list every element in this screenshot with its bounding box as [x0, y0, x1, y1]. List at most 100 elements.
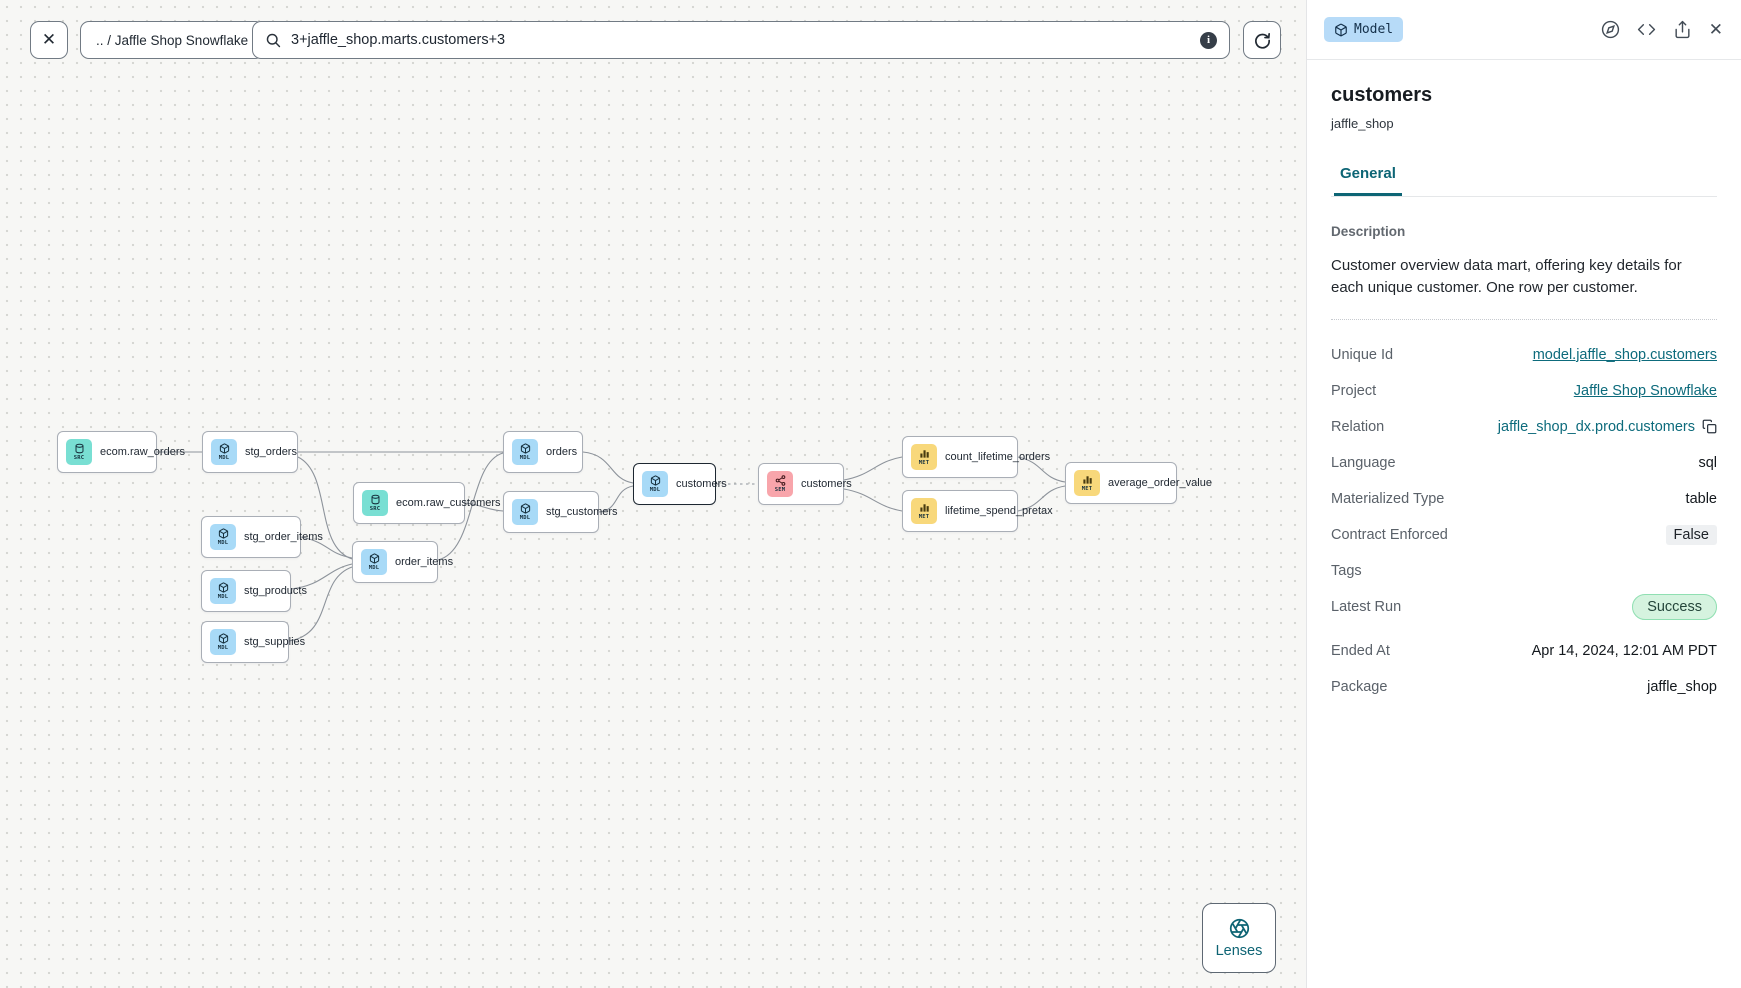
- graph-edge: [843, 488, 903, 512]
- graph-edge: [300, 536, 353, 559]
- description-text: Customer overview data mart, offering ke…: [1331, 257, 1682, 297]
- graph-node-mdl-stg_customers[interactable]: MDL stg_customers: [503, 491, 618, 533]
- node-label: customers: [676, 478, 727, 490]
- sem-node-icon: SEM: [767, 471, 793, 497]
- field-row-relation: Relation jaffle_shop_dx.prod.customers: [1331, 416, 1717, 437]
- mdl-node-icon: MDL: [512, 439, 538, 465]
- graph-edge: [582, 451, 634, 484]
- close-panel-icon[interactable]: ✕: [1708, 19, 1723, 39]
- field-link[interactable]: model.jaffle_shop.customers: [1532, 346, 1717, 363]
- refresh-button[interactable]: [1243, 21, 1281, 59]
- divider: [1331, 319, 1717, 321]
- code-icon[interactable]: [1637, 20, 1656, 39]
- info-icon[interactable]: i: [1200, 31, 1217, 49]
- mdl-node-icon: MDL: [210, 578, 236, 604]
- field-label: Latest Run: [1331, 598, 1402, 615]
- graph-node-src-ecom.raw_customers[interactable]: SRC ecom.raw_customers: [353, 482, 501, 524]
- explore-compass-icon[interactable]: [1601, 20, 1620, 39]
- graph-edge: [288, 566, 353, 642]
- field-label: Project: [1331, 382, 1377, 399]
- graph-edge: [1017, 456, 1066, 483]
- field-label: Tags: [1331, 562, 1362, 579]
- status-badge: Success: [1632, 593, 1717, 620]
- graph-edge: [464, 502, 504, 512]
- graph-node-sem-customers[interactable]: SEM customers: [758, 463, 852, 505]
- field-label: Ended At: [1331, 642, 1390, 659]
- field-link[interactable]: Jaffle Shop Snowflake: [1573, 382, 1717, 399]
- copy-icon[interactable]: [1702, 419, 1717, 434]
- graph-node-met-lifetime_spend_pretax[interactable]: MET lifetime_spend_pretax: [902, 490, 1053, 532]
- field-row-language: Language sql: [1331, 452, 1717, 473]
- field-row-project: Project Jaffle Shop Snowflake: [1331, 380, 1717, 401]
- lenses-button[interactable]: Lenses: [1202, 903, 1276, 973]
- graph-edge: [437, 452, 504, 561]
- mdl-node-icon: MDL: [210, 629, 236, 655]
- node-label: stg_products: [244, 585, 307, 597]
- field-row-tags: Tags: [1331, 560, 1717, 581]
- panel-tabs: General: [1331, 165, 1717, 197]
- graph-node-mdl-stg_products[interactable]: MDL stg_products: [201, 570, 307, 612]
- graph-node-src-ecom.raw_orders[interactable]: SRC ecom.raw_orders: [57, 431, 185, 473]
- field-value: Apr 14, 2024, 12:01 AM PDT: [1531, 642, 1717, 659]
- search-icon: [265, 32, 282, 49]
- node-label: order_items: [395, 556, 454, 568]
- field-value: model.jaffle_shop.customers: [1533, 347, 1717, 363]
- field-value: Success: [1632, 593, 1717, 620]
- graph-edge: [598, 485, 634, 513]
- lineage-edges: [157, 451, 1066, 642]
- node-label: ecom.raw_customers: [396, 497, 501, 509]
- graph-node-met-count_lifetime_orders[interactable]: MET count_lifetime_orders: [902, 436, 1050, 478]
- package-subtitle: jaffle_shop: [1331, 116, 1394, 131]
- met-node-icon: MET: [911, 444, 937, 470]
- field-value: sql: [1698, 454, 1717, 471]
- field-label: Materialized Type: [1331, 490, 1445, 507]
- mdl-node-icon: MDL: [642, 471, 668, 497]
- field-value: table: [1685, 490, 1717, 507]
- breadcrumb[interactable]: .. / Jaffle Shop Snowflake: [80, 21, 265, 59]
- node-label: count_lifetime_orders: [945, 451, 1051, 463]
- node-label: lifetime_spend_pretax: [945, 505, 1053, 517]
- mdl-node-icon: MDL: [361, 549, 387, 575]
- tab-general[interactable]: General: [1334, 165, 1402, 196]
- mdl-node-icon: MDL: [210, 524, 236, 550]
- resource-type-badge: Model: [1324, 17, 1404, 42]
- src-node-icon: SRC: [362, 490, 388, 516]
- field-label: Contract Enforced: [1331, 526, 1448, 543]
- graph-node-mdl-order_items[interactable]: MDL order_items: [352, 541, 453, 583]
- field-row-latest-run: Latest Run Success: [1331, 593, 1717, 620]
- resource-type-label: Model: [1354, 22, 1394, 37]
- mdl-node-icon: MDL: [512, 499, 538, 525]
- model-cube-icon: [1334, 23, 1348, 37]
- lenses-label: Lenses: [1215, 942, 1263, 959]
- page-title: customers: [1331, 84, 1433, 106]
- details-panel: Model ✕ customers jaffle_shop: [1306, 0, 1741, 988]
- field-value: jaffle_shop_dx.prod.customers: [1498, 419, 1717, 435]
- field-label: Relation: [1331, 418, 1385, 435]
- search-input[interactable]: [291, 32, 1191, 48]
- field-label: Language: [1331, 454, 1396, 471]
- share-icon[interactable]: [1673, 20, 1692, 39]
- graph-node-mdl-customers[interactable]: MDL customers: [633, 463, 727, 505]
- field-value: jaffle_shop: [1647, 678, 1717, 695]
- node-label: stg_order_items: [244, 531, 323, 543]
- graph-edge: [290, 563, 353, 590]
- close-graph-button[interactable]: ✕: [30, 21, 68, 59]
- graph-edge: [843, 456, 903, 481]
- lenses-aperture-icon: [1229, 918, 1250, 939]
- met-node-icon: MET: [911, 498, 937, 524]
- src-node-icon: SRC: [66, 439, 92, 465]
- lineage-search: i: [252, 21, 1230, 59]
- mdl-node-icon: MDL: [211, 439, 237, 465]
- status-badge: False: [1665, 524, 1717, 545]
- node-label: ecom.raw_orders: [100, 446, 185, 458]
- node-label: customers: [801, 478, 852, 490]
- node-label: stg_customers: [546, 506, 618, 518]
- graph-node-mdl-stg_order_items[interactable]: MDL stg_order_items: [201, 516, 323, 558]
